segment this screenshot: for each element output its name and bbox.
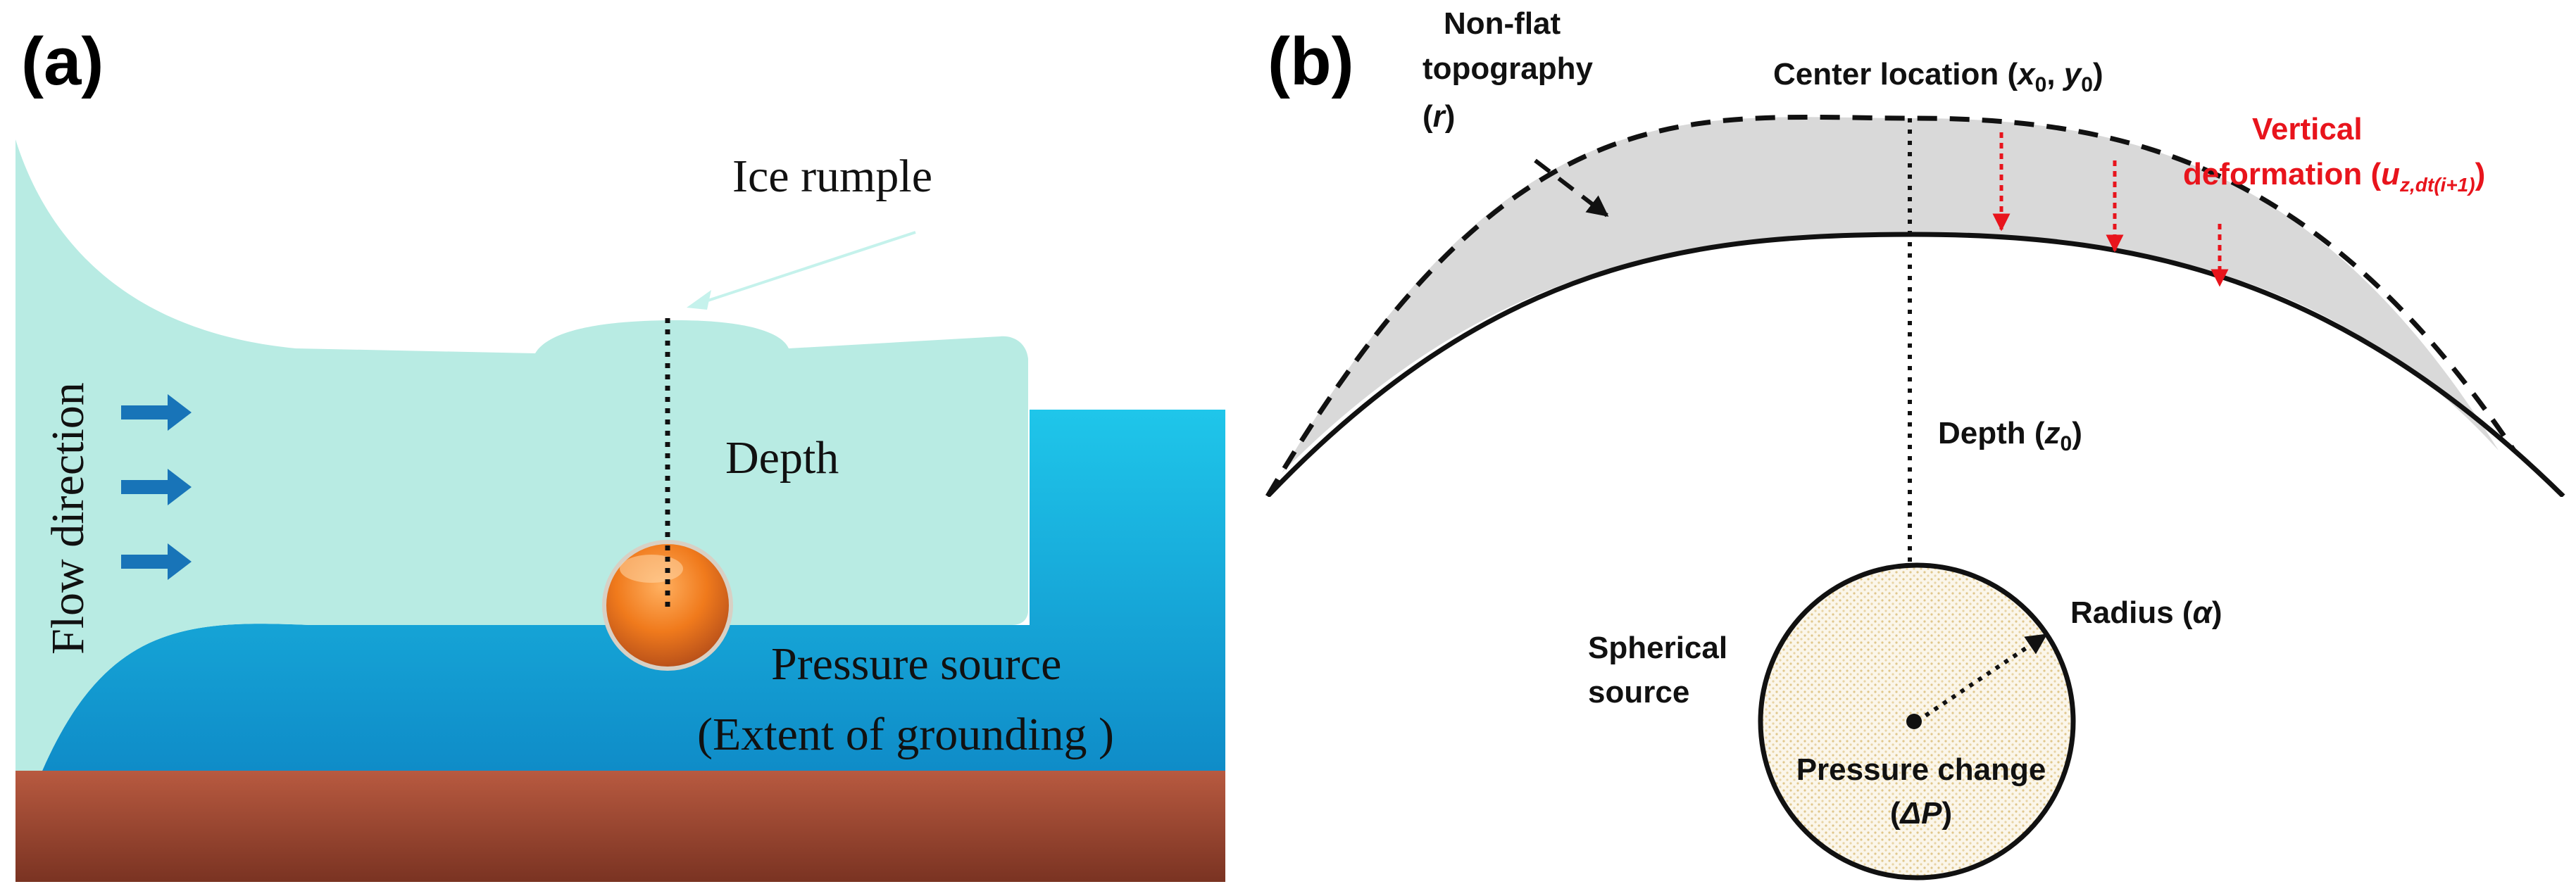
pressure-change-label-1: Pressure change [1796, 752, 2046, 787]
pressure-change-label-2: (ΔP) [1890, 796, 1952, 831]
center-location-label: Center location (x0, y0) [1773, 57, 2103, 96]
reference-surface [1265, 232, 2565, 498]
spherical-label-2: source [1588, 675, 1689, 709]
radius-label: Radius (α) [2070, 595, 2222, 630]
depth-label: Depth [725, 432, 839, 484]
nonflat-topography [1265, 114, 2516, 498]
source-center [1906, 714, 1922, 729]
radius-arrow [1915, 633, 2048, 724]
extent-label: (Extent of grounding ) [697, 709, 1114, 760]
nonflat-pointer [1534, 158, 1609, 217]
flow-arrow-icon [121, 543, 192, 580]
nonflat-label-2: topography [1423, 51, 1594, 86]
flow-arrow-icon [121, 469, 192, 505]
vertical-label-1: Vertical [2252, 112, 2363, 146]
ocean [42, 410, 1225, 771]
nonflat-label-3: (r) [1423, 99, 1455, 134]
section-mask [1261, 497, 1866, 525]
spherical-label-1: Spherical [1588, 631, 1727, 665]
flow-arrows [121, 394, 192, 580]
ice-rumple-pointer [696, 231, 916, 305]
nonflat-label-1: Non-flat [1444, 6, 1561, 41]
sphere-highlight [620, 555, 683, 583]
ice-rumple-label: Ice rumple [732, 151, 932, 202]
depth-label-b: Depth (z0) [1938, 416, 2082, 455]
section-mask [1965, 497, 2570, 525]
flow-arrow-icon [121, 394, 192, 431]
flow-direction-label: Flow direction [42, 382, 94, 655]
vertical-label-2: deformation (uz,dt(i+1)) [2183, 157, 2485, 196]
pressure-source-label: Pressure source [771, 638, 1061, 690]
panel-b: (b) Non-flat topography (r) Center locat… [1261, 6, 2570, 881]
ice-shelf [15, 139, 1028, 771]
panel-a: (a) Ice rumple Depth Flow direction Pres… [15, 24, 1225, 882]
panel-b-label: (b) [1268, 24, 1354, 99]
bedrock [15, 771, 1225, 882]
panel-a-label: (a) [21, 24, 104, 99]
ice-rumple-pointer-head [687, 290, 711, 310]
